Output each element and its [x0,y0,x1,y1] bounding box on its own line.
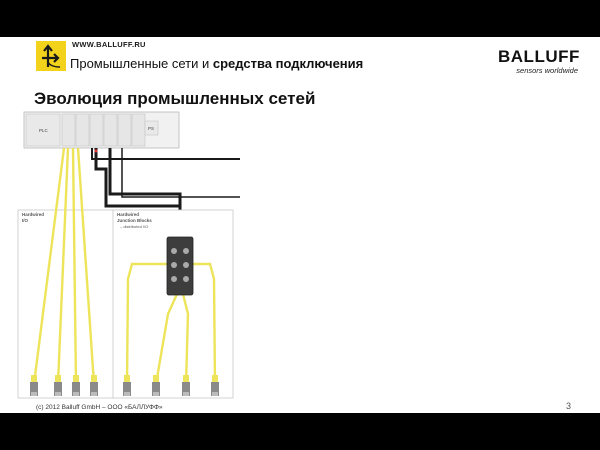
network-diagram: PLC PS Hardwired I/O Hardwired Junction … [17,111,240,399]
junction-cable-1 [125,262,167,385]
junction-port [183,276,189,282]
sensor [90,375,98,396]
sensor [211,375,219,396]
sensor [152,375,160,396]
junction-block [166,236,194,296]
junction-port [183,262,189,268]
left-panel-line1: Hardwired [22,212,44,217]
logo-box [36,41,66,71]
hardwired-cables [32,147,96,385]
plc-label: PLC [39,128,49,133]
hardwired-cable-2 [56,147,70,385]
ps-module [144,120,159,136]
sensor [54,375,62,396]
plc-module [25,113,61,147]
junction-cable-4 [193,262,217,385]
junction-port [183,248,189,254]
subtitle-part-1: Промышленные сети [70,56,202,71]
network-cable-1 [91,148,240,160]
io-module-2 [75,113,90,147]
header-subtitle: Промышленные сети и средства подключения [70,56,363,71]
brand-name: BALLUFF [498,47,580,66]
right-panel-line1: Hardwired [117,212,139,217]
right-panel-line2: Junction Blocks [117,218,152,223]
io-module-1 [61,113,76,147]
subtitle-part-bold: средства подключения [212,56,364,71]
subtitle-part-2: и [202,56,213,71]
hardwired-io-panel [17,209,115,399]
junction-port [171,262,177,268]
io-module-3 [89,113,104,147]
cable-terminal [94,149,98,153]
sensor [182,375,190,396]
sensor [123,375,131,396]
footer-copyright: (c) 2012 Balluff GmbH – ООО «БАЛЛУФФ» [36,404,163,411]
arrows-crossing-icon [42,44,61,68]
junction-cable-2 [154,293,179,385]
io-module-5 [117,113,132,147]
hardwired-cable-3 [71,147,78,385]
hardwired-cable-4 [76,147,96,385]
junction-port [171,276,177,282]
junction-cables [125,262,217,385]
site-url: WWW.BALLUFF.RU [72,40,146,49]
page-number: 3 [566,401,572,411]
brand-tagline: sensors worldwide [516,66,578,75]
sensor [72,375,80,396]
network-cable-4 [121,148,240,198]
sensor [30,375,38,396]
ps-label: PS [148,126,154,131]
junction-ports [171,248,189,282]
right-panel-line3: – distributed I/O [120,224,148,229]
page-title: Эволюция промышленных сетей [34,89,316,108]
io-module-4 [103,113,118,147]
hardwired-cable-1 [32,147,66,385]
slide: WWW.BALLUFF.RU Промышленные сети и средс… [0,37,600,413]
left-panel-line2: I/O [22,218,29,223]
brand-logo: BALLUFF sensors worldwide [498,47,580,75]
sensors [30,375,219,396]
junction-port [171,248,177,254]
io-module-6 [131,113,146,147]
junction-cable-3 [181,293,190,385]
